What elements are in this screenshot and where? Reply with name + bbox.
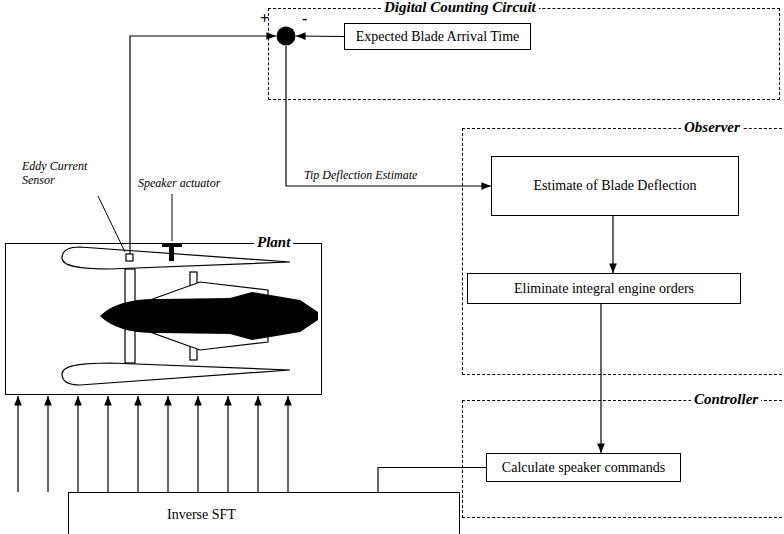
connector-line bbox=[77, 396, 78, 492]
connector bbox=[130, 36, 276, 243]
connector bbox=[18, 396, 288, 492]
process-box: Eliminate integral engine orders bbox=[467, 273, 741, 304]
dashed-group: ObserverEstimate of Blade DeflectionElim… bbox=[462, 128, 784, 375]
box-label: Calculate speaker commands bbox=[502, 460, 665, 476]
connector-line bbox=[600, 304, 601, 453]
summing-junction: +- bbox=[276, 26, 296, 46]
connector bbox=[286, 46, 491, 186]
process-box: Inverse SFT bbox=[68, 492, 460, 534]
group-title: Observer bbox=[681, 119, 743, 136]
part-label: Eddy Current Sensor bbox=[22, 160, 102, 188]
lower-nacelle bbox=[62, 363, 290, 385]
connector-line bbox=[227, 396, 228, 492]
junction-circle bbox=[276, 26, 296, 46]
connector-line bbox=[107, 396, 108, 492]
leader-line bbox=[172, 194, 173, 241]
box-label: Expected Blade Arrival Time bbox=[356, 29, 520, 45]
box-label: Estimate of Blade Deflection bbox=[534, 178, 697, 194]
connector-line bbox=[286, 46, 491, 186]
connector-line bbox=[167, 396, 168, 492]
plant-box: Plant bbox=[5, 243, 322, 395]
connector-line bbox=[257, 396, 258, 492]
connector-line bbox=[130, 36, 276, 243]
process-box: Calculate speaker commands bbox=[486, 453, 681, 482]
dashed-group: ControllerCalculate speaker commands bbox=[462, 400, 784, 518]
connector bbox=[613, 216, 614, 273]
connector-line bbox=[296, 35, 344, 37]
process-box: Estimate of Blade Deflection bbox=[491, 156, 739, 216]
engine-core bbox=[100, 292, 318, 340]
connector-line bbox=[197, 396, 198, 492]
sign-label: + bbox=[260, 10, 269, 28]
eddy-current-sensor bbox=[126, 254, 133, 261]
sign-label: - bbox=[302, 10, 307, 28]
connector-line bbox=[612, 216, 613, 273]
connector-line bbox=[47, 396, 48, 492]
connector-line bbox=[17, 396, 18, 492]
sensor-wire bbox=[129, 243, 130, 254]
group-title: Controller bbox=[691, 391, 761, 408]
group-title: Digital Counting Circuit bbox=[381, 0, 539, 16]
edge-label: Tip Deflection Estimate bbox=[304, 169, 417, 183]
connector-line bbox=[287, 396, 288, 492]
box-label: Inverse SFT bbox=[167, 507, 236, 523]
group-title: Plant bbox=[254, 234, 293, 251]
process-box: Expected Blade Arrival Time bbox=[344, 23, 531, 50]
speaker-actuator-stem bbox=[169, 247, 174, 261]
connector-line bbox=[137, 396, 138, 492]
part-label: Speaker actuator bbox=[138, 177, 220, 191]
box-label: Eliminate integral engine orders bbox=[514, 281, 694, 297]
dashed-group: Digital Counting Circuit+-Expected Blade… bbox=[268, 8, 780, 100]
connector bbox=[296, 36, 344, 38]
connector bbox=[601, 304, 602, 453]
